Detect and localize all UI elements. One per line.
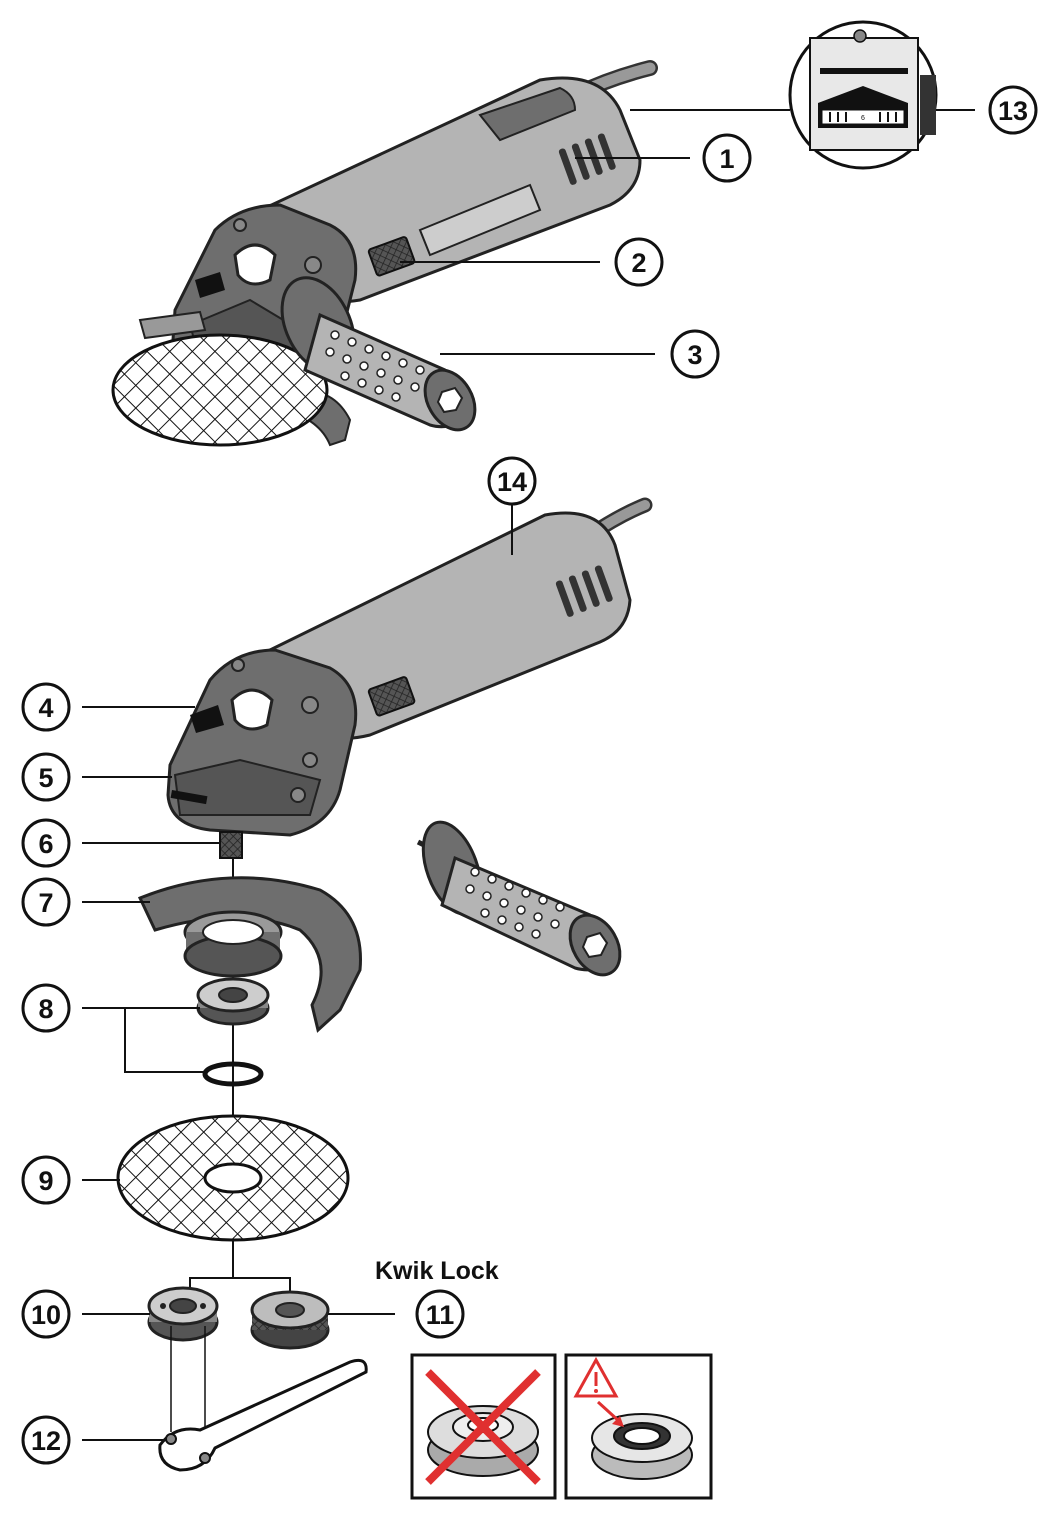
pin-spanner xyxy=(158,1326,368,1472)
callout-3: 3 xyxy=(670,329,720,379)
side-handle xyxy=(416,820,622,977)
callout-5: 5 xyxy=(21,752,71,802)
grinding-disc xyxy=(116,1114,350,1242)
assembled-disc xyxy=(111,333,329,447)
speed-dial-inset: 6 xyxy=(788,20,938,170)
speed-dial-mark: 6 xyxy=(861,115,865,122)
callout-7: 7 xyxy=(21,877,71,927)
svg-text:4: 4 xyxy=(38,693,53,723)
warning-triangle-icon xyxy=(573,1356,624,1427)
kwik-lock-label: Kwik Lock xyxy=(375,1257,499,1285)
svg-text:12: 12 xyxy=(31,1426,61,1456)
assembled-side-handle xyxy=(280,276,477,432)
svg-text:3: 3 xyxy=(687,340,702,370)
svg-text:8: 8 xyxy=(38,994,53,1024)
o-ring xyxy=(202,1061,264,1087)
callout-2: 2 xyxy=(614,237,664,287)
svg-text:13: 13 xyxy=(998,96,1028,126)
callout-6: 6 xyxy=(21,818,71,868)
callout-12: 12 xyxy=(21,1415,71,1465)
svg-text:2: 2 xyxy=(631,248,646,278)
svg-text:9: 9 xyxy=(38,1166,53,1196)
exploded-grinder xyxy=(166,497,653,859)
callout-14: 14 xyxy=(487,456,537,506)
leader-lines xyxy=(82,109,975,1441)
svg-text:14: 14 xyxy=(497,467,527,497)
svg-text:11: 11 xyxy=(426,1300,455,1330)
svg-text:1: 1 xyxy=(719,144,734,174)
wheel-guard xyxy=(137,876,362,1033)
spindle-lock-button xyxy=(190,705,224,733)
svg-text:10: 10 xyxy=(31,1300,61,1330)
incorrect-mounting-box xyxy=(410,1353,557,1500)
kwik-lock-nut xyxy=(250,1290,330,1350)
svg-text:6: 6 xyxy=(38,829,53,859)
svg-text:7: 7 xyxy=(38,888,53,918)
callout-9: 9 xyxy=(21,1155,71,1205)
inner-flange xyxy=(196,977,270,1026)
svg-text:5: 5 xyxy=(38,763,53,793)
callout-10: 10 xyxy=(21,1289,71,1339)
callout-1: 1 xyxy=(702,133,752,183)
correct-mounting-box xyxy=(564,1353,713,1500)
callout-4: 4 xyxy=(21,682,71,732)
spindle xyxy=(219,831,243,859)
speed-dial-icon: 6 xyxy=(818,86,908,128)
callout-11: 11 xyxy=(415,1289,465,1339)
outer-flange-nut xyxy=(147,1286,219,1342)
on-off-switch xyxy=(367,236,416,277)
air-vents xyxy=(558,133,616,185)
assembled-grinder xyxy=(111,60,658,447)
wrong-cross-icon xyxy=(425,1369,541,1485)
callout-13: 13 xyxy=(988,85,1038,135)
callout-8: 8 xyxy=(21,983,71,1033)
